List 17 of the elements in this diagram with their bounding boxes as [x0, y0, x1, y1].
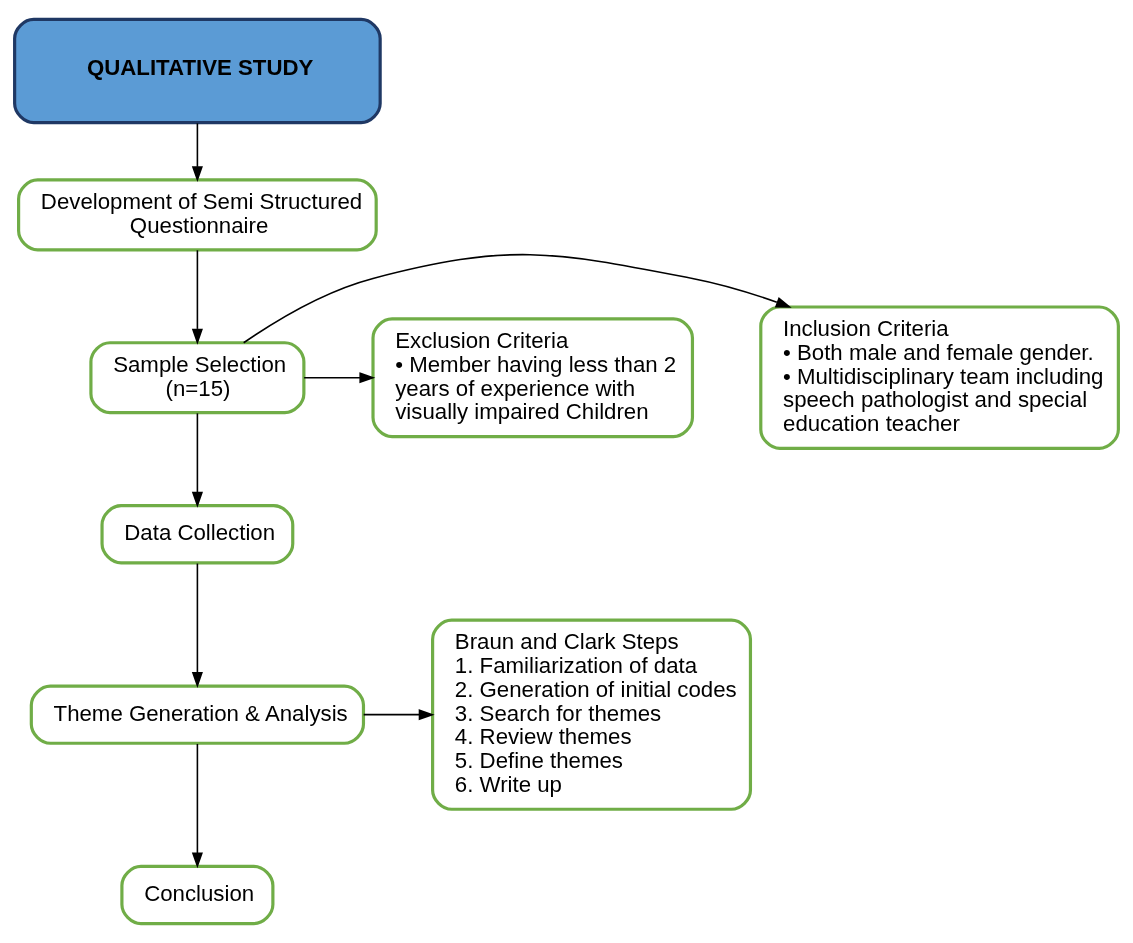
node-box: Inclusion Criteria • Both male and female gender. • Multidisciplinary team including speech pathologist and special education teacher: [759, 305, 1120, 451]
node-box: Exclusion Criteria • Member having less than 2 years of experience with visually impaired Children: [371, 317, 695, 439]
node-box: Sample Selection (n=15): [89, 341, 306, 415]
arrow: [191, 249, 203, 345]
arrow: [362, 709, 435, 721]
arrow: [191, 122, 203, 183]
arrow: [242, 253, 792, 344]
arrow: [303, 372, 376, 384]
node-box: Data Collection: [100, 504, 295, 565]
arrow: [191, 743, 203, 869]
arrow: [191, 412, 203, 508]
node-box: QUALITATIVE STUDY: [13, 17, 382, 125]
node-box: Braun and Clark Steps 1. Familiarization of data 2. Generation of initial codes 3. Search for themes 4. Review themes 5. Define themes 6. Write up: [431, 618, 753, 811]
node-box: Development of Semi Structured Questionnaire: [17, 178, 378, 252]
arrow: [191, 562, 203, 688]
node-box: Theme Generation & Analysis: [29, 684, 366, 745]
node-box: Conclusion: [120, 864, 275, 926]
